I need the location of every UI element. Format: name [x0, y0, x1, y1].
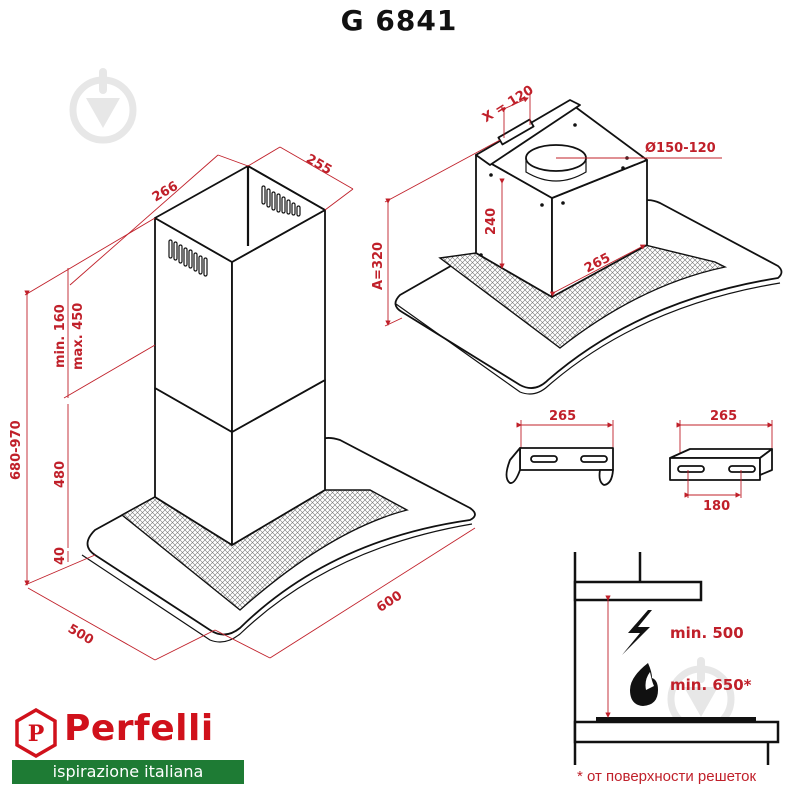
- wall-bracket-2: 265 180: [669, 409, 773, 514]
- dim-hood-depth: 500: [65, 622, 96, 649]
- motor-housing-view: Ø150-120 240 265 A=320 X = 120: [371, 83, 783, 395]
- svg-text:P: P: [28, 721, 45, 747]
- electric-clearance: min. 500: [670, 624, 744, 642]
- gas-clearance: min. 650*: [670, 676, 752, 694]
- dim-hole-spacing: 180: [703, 499, 730, 514]
- dim-bracket-2-width: 265: [710, 409, 737, 424]
- dim-chimney-depth: 255: [303, 152, 334, 179]
- dim-bracket-1-width: 265: [549, 409, 576, 424]
- main-hood-view: 266 255 680-970 min. 160 max. 450 480 40…: [9, 146, 476, 661]
- dim-hood-width: 600: [374, 588, 405, 615]
- dim-housing-height: 240: [484, 208, 499, 235]
- perfelli-hexagon-icon: P: [15, 708, 57, 758]
- wall-bracket-1: 265: [505, 409, 614, 486]
- gas-flame-icon: [630, 663, 658, 706]
- model-title: G 6841: [340, 4, 458, 37]
- dim-total-height: 680-970: [9, 420, 24, 480]
- clearance-footnote: * от поверхности решеток: [577, 768, 757, 785]
- dim-overlap-max: max. 450: [71, 303, 86, 370]
- dim-overlap-min: min. 160: [53, 304, 68, 368]
- dim-outlet-diameter: Ø150-120: [645, 141, 716, 156]
- electric-lightning-icon: [622, 610, 652, 655]
- clearance-diagram: min. 500 min. 650*: [573, 552, 780, 765]
- brand-tagline: ispirazione italiana: [12, 760, 244, 784]
- vent-grille-icon: [168, 185, 301, 277]
- watermark-icon: [69, 68, 137, 144]
- brand-name: Perfelli: [64, 708, 214, 749]
- dim-glass-thickness: 40: [53, 547, 68, 565]
- dim-lower-chimney: 480: [53, 461, 68, 488]
- dim-overall-height: A=320: [371, 242, 386, 290]
- brand-logo: P Perfelli ispirazione italiana: [12, 708, 244, 790]
